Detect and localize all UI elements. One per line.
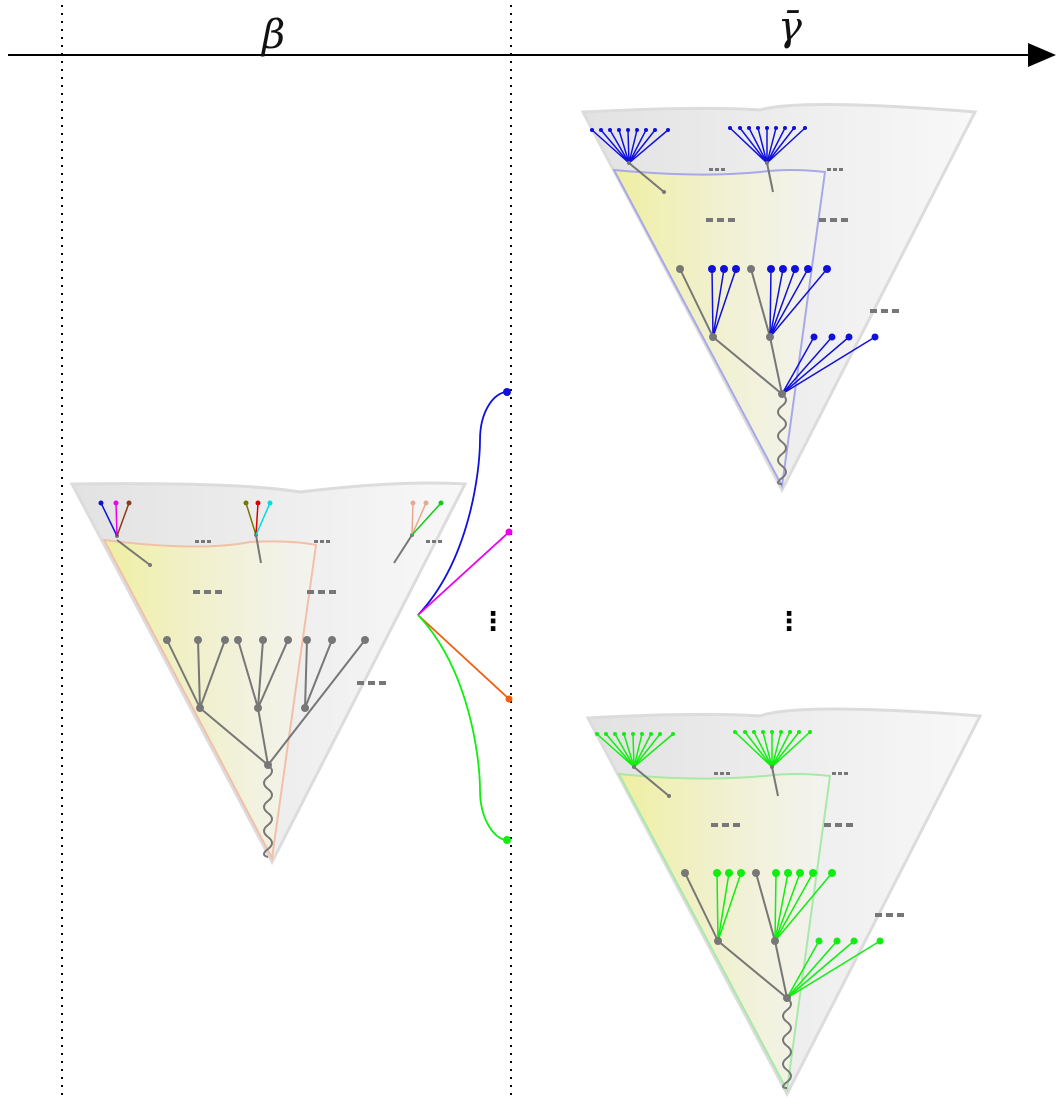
connector-blue-end [503,388,511,396]
connector-orange-end [505,695,513,703]
vertical-ellipsis-middle: ⋮ [480,607,506,637]
connector-group [417,391,510,841]
bottom-right-cone [585,707,983,1098]
top-root-wiggle [777,393,787,485]
connector-orange [417,614,510,700]
vertical-ellipsis-right: ⋮ [776,607,802,637]
top-right-cone [580,102,978,494]
bottom-root-wiggle [782,997,792,1089]
connector-magenta [417,531,510,616]
connector-green [417,614,508,841]
gamma-bar-label: γ̄ [778,4,802,50]
connector-blue [417,391,508,616]
left-cone [69,481,468,866]
beta-label: β [260,12,285,58]
connector-green-end [503,836,511,844]
connector-magenta-end [505,528,513,536]
left-root-wiggle [263,764,273,858]
